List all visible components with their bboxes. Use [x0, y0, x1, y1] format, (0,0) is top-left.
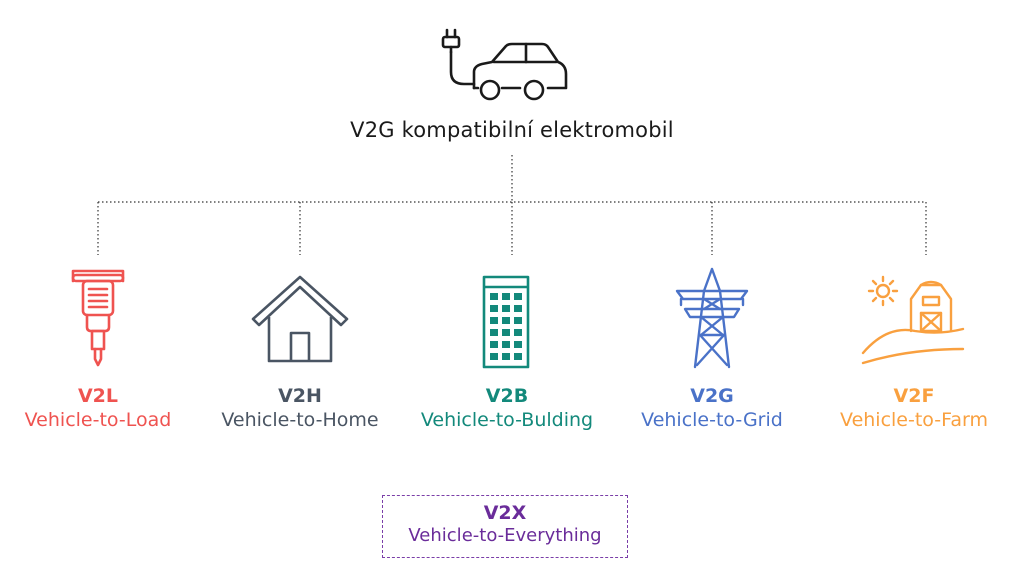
node-name: Vehicle-to-Load [24, 409, 172, 431]
node-name: Vehicle-to-Home [221, 409, 379, 431]
node-code: V2G [690, 385, 734, 407]
root-title: V2G kompatibilní elektromobil [350, 118, 674, 142]
node-v2f: V2F Vehicle-to-Farm [809, 265, 1019, 433]
ev-car-plug-icon [441, 28, 568, 101]
farm-barn-sun-icon [861, 275, 965, 365]
node-code: V2L [77, 385, 119, 407]
node-v2h: V2H Vehicle-to-Home [195, 265, 405, 433]
node-code: V2F [893, 385, 935, 407]
house-icon [251, 275, 349, 363]
v2x-box: V2X Vehicle-to-Everything [382, 495, 628, 558]
node-code: V2H [278, 385, 322, 407]
node-code: V2B [485, 385, 529, 407]
v2x-code: V2X [483, 502, 527, 524]
node-v2l: V2L Vehicle-to-Load [0, 265, 203, 433]
node-name: Vehicle-to-Bulding [420, 409, 594, 431]
node-v2b: V2B Vehicle-to-Bulding [402, 265, 612, 433]
node-v2g: V2G Vehicle-to-Grid [607, 265, 817, 433]
power-pylon-icon [675, 267, 749, 369]
node-name: Vehicle-to-Farm [840, 409, 988, 431]
v2x-name: Vehicle-to-Everything [408, 525, 602, 546]
jackhammer-icon [71, 269, 125, 367]
office-building-icon [482, 275, 530, 369]
node-name: Vehicle-to-Grid [641, 409, 783, 431]
